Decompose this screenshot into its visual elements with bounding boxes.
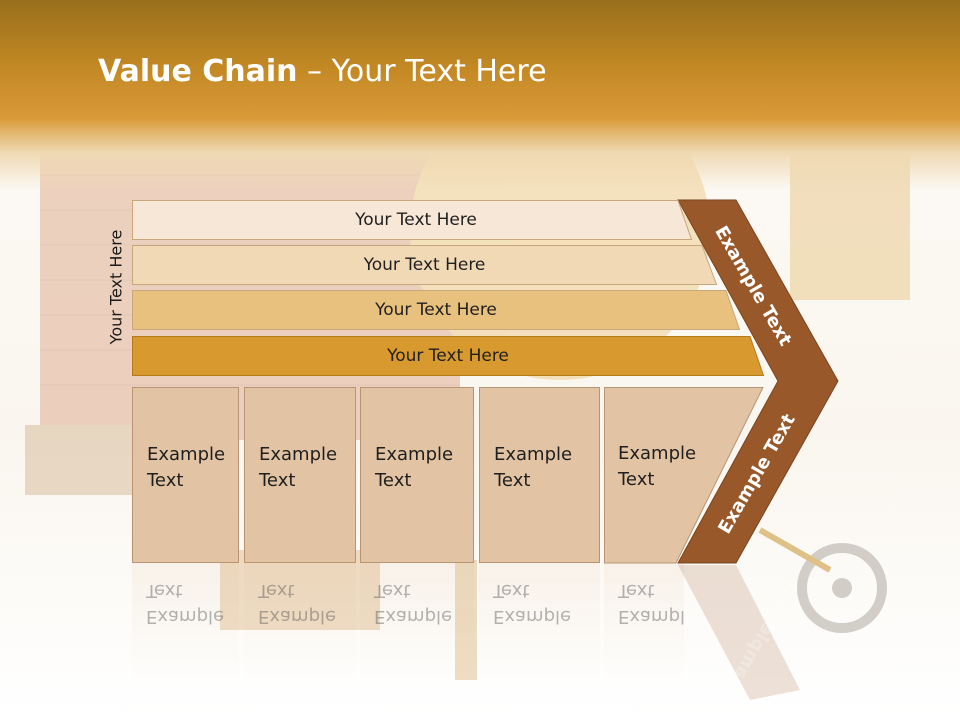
box-5-label: Example Text <box>618 443 697 490</box>
box-1: Example Text <box>132 387 239 563</box>
header-band <box>0 0 960 190</box>
bar-3-shape <box>132 290 740 330</box>
bar-4-label: Your Text Here <box>387 346 509 366</box>
box-4-label: Example Text <box>494 444 573 491</box>
box-1-label: Example Text <box>147 444 226 491</box>
bar-1-label: Your Text Here <box>355 210 477 230</box>
title-rest: – Your Text Here <box>297 54 547 89</box>
box-2: Example Text <box>244 387 356 563</box>
bar-2-label: Your Text Here <box>363 255 486 275</box>
slide-title: Value Chain – Your Text Here <box>98 54 547 89</box>
bar-1: Your Text Here <box>132 200 692 240</box>
bar-3-label: Your Text Here <box>375 300 497 320</box>
bar-2-shape <box>132 245 717 285</box>
bar-4-shape <box>132 336 764 376</box>
box-2-label: Example Text <box>259 444 338 491</box>
box-3: Example Text <box>360 387 474 563</box>
box-4: Example Text <box>479 387 600 563</box>
bar-3: Your Text Here <box>132 290 740 330</box>
bar-1-shape <box>132 200 692 240</box>
bar-2: Your Text Here <box>132 245 717 285</box>
box-3-label: Example Text <box>375 444 454 491</box>
bar-4: Your Text Here <box>132 336 764 376</box>
box-5-shape <box>604 387 764 564</box>
title-bold: Value Chain <box>98 54 298 89</box>
